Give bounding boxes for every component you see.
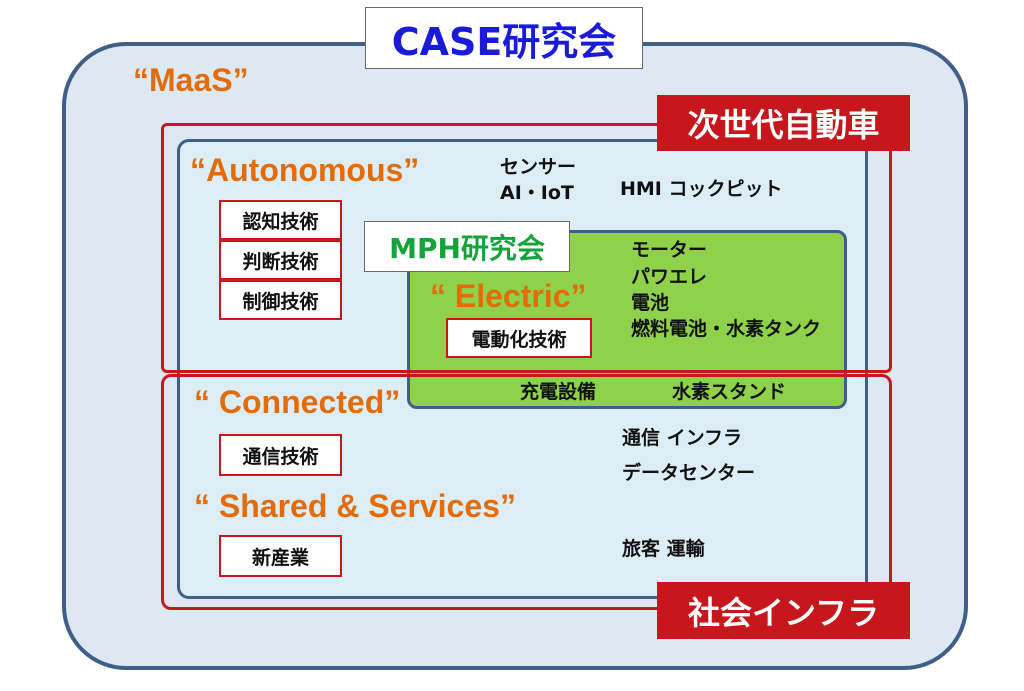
item-battery: 電池 <box>631 292 670 314</box>
category-connected: “ Connected” <box>194 384 401 420</box>
tech-communication: 通信技術 <box>219 434 342 476</box>
item-passenger-transport: 旅客 運輸 <box>622 538 705 560</box>
item-hydrogen-station: 水素スタンド <box>672 381 787 403</box>
item-fuel-cell: 燃料電池・水素タンク <box>631 318 822 340</box>
category-autonomous: “Autonomous” <box>190 152 420 188</box>
category-shared-services: “ Shared & Services” <box>194 488 516 524</box>
social-infra-frame <box>161 374 892 610</box>
diagram-title: CASE研究会 <box>365 7 643 69</box>
mph-title: MPH研究会 <box>364 221 570 272</box>
category-maas: “MaaS” <box>133 62 249 98</box>
tech-judgment: 判断技術 <box>219 240 342 280</box>
item-charging: 充電設備 <box>520 381 597 403</box>
item-telecom-infra: 通信 インフラ <box>622 427 743 449</box>
tech-new-industry: 新産業 <box>219 535 342 577</box>
next-gen-vehicle-label: 次世代自動車 <box>657 95 910 151</box>
next-gen-vehicle-frame <box>161 123 892 373</box>
tech-control: 制御技術 <box>219 280 342 320</box>
tech-electrification: 電動化技術 <box>446 318 592 358</box>
item-hmi-cockpit: HMI コックピット <box>620 178 783 200</box>
item-motor: モーター <box>631 239 708 261</box>
item-sensor: センサー <box>500 156 577 178</box>
item-power-electronics: パワエレ <box>631 266 708 288</box>
category-electric: “ Electric” <box>430 278 587 314</box>
item-ai-iot: AI・IoT <box>500 182 574 204</box>
tech-recognition: 認知技術 <box>219 200 342 240</box>
social-infra-label: 社会インフラ <box>657 582 910 639</box>
item-data-center: データセンター <box>622 462 756 484</box>
